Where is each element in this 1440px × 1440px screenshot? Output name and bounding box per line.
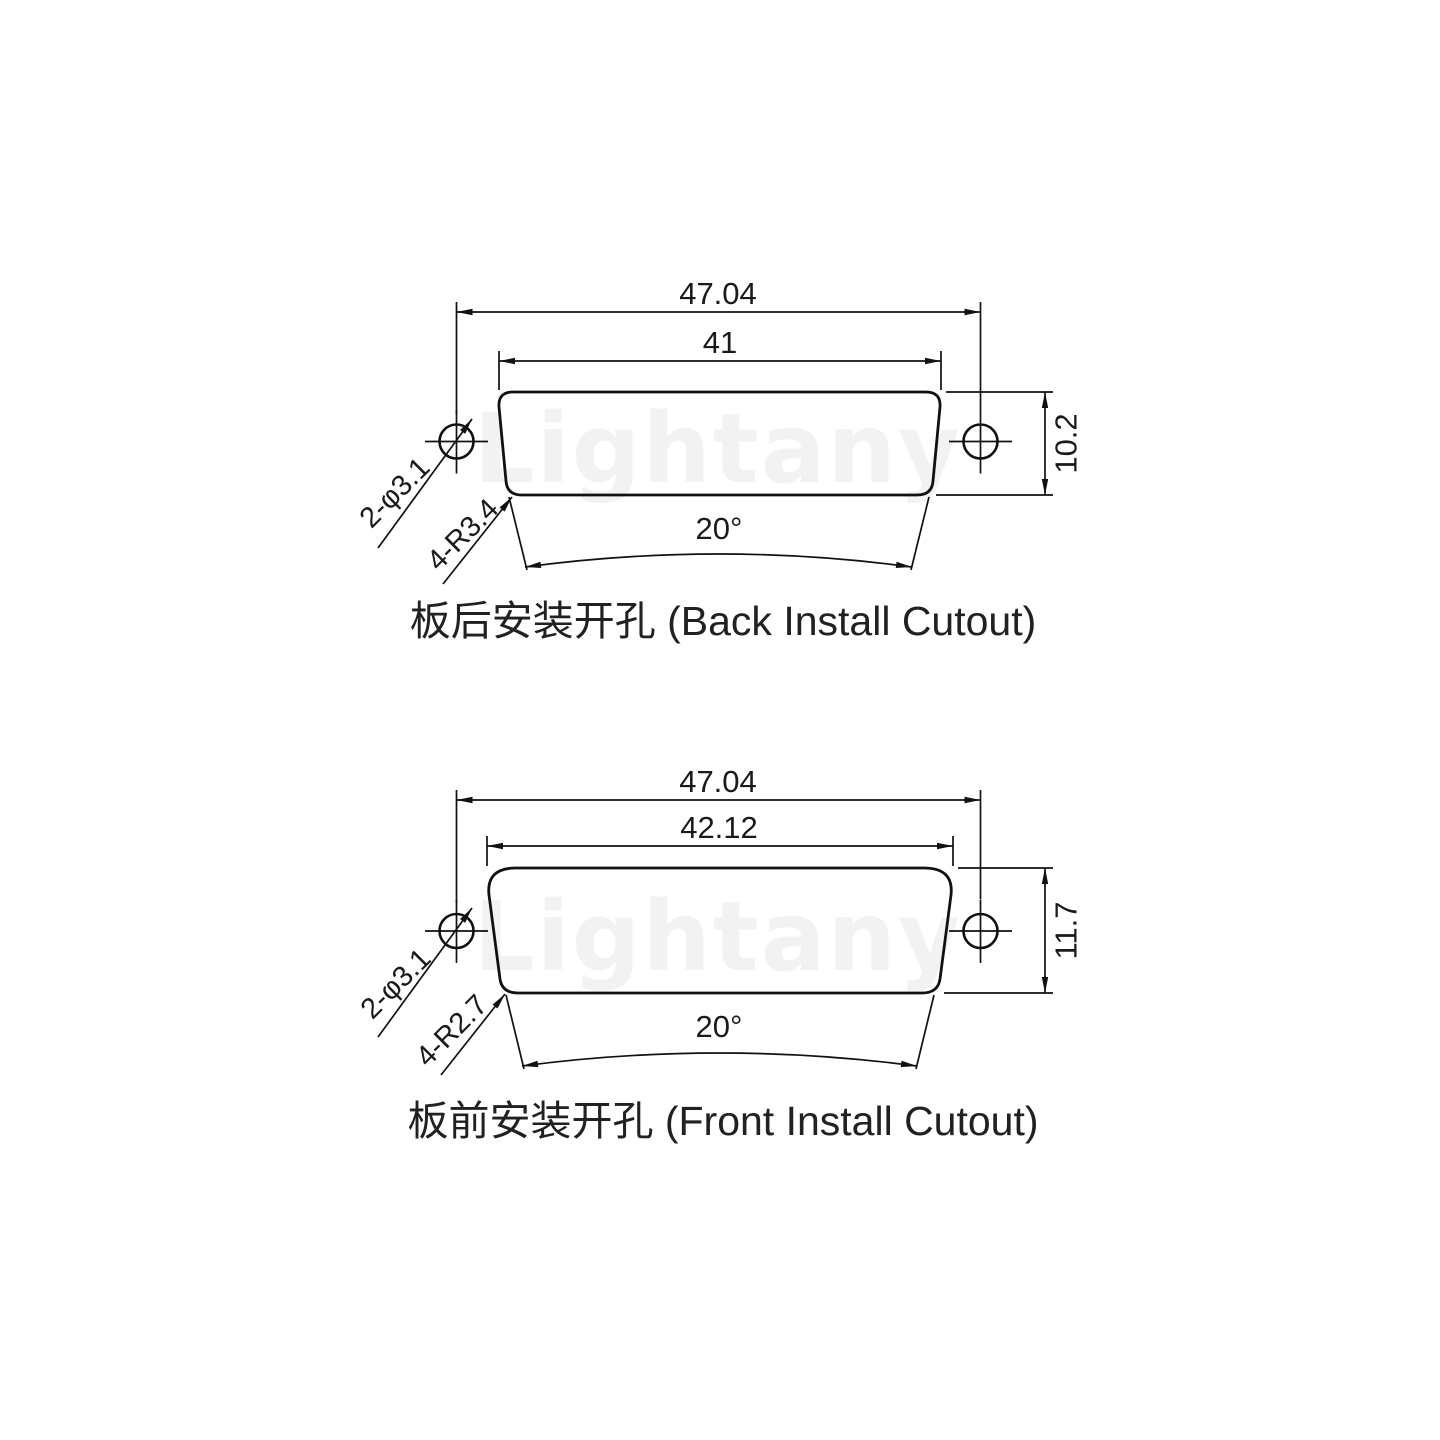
watermark-text: Lightany [474, 393, 963, 505]
mounting-hole-right [962, 423, 999, 460]
diagram-title: 板后安装开孔 (Back Install Cutout) [410, 598, 1037, 644]
flare-line-left [505, 994, 525, 1070]
angle-label: 20° [696, 1009, 743, 1044]
flare-line-right [915, 994, 935, 1070]
mounting-hole-right [962, 912, 999, 950]
corner-radius-leader [442, 496, 513, 585]
angle-label: 20° [696, 511, 743, 546]
diagram-front-install-cutout: Lightany 47.04 42.12 11.7 20° 2-φ3.1 [355, 764, 1084, 1144]
flare-line-left [508, 496, 528, 571]
angle-arc [524, 553, 913, 569]
angle-arc [521, 1052, 918, 1068]
mounting-hole-left [438, 423, 475, 460]
cutout-outline [497, 390, 942, 497]
hole-diameter-label: 2-φ3.1 [354, 452, 437, 535]
height-dim-label: 10.2 [1049, 413, 1084, 473]
mounting-hole-left [438, 912, 475, 950]
corner-radius-leader [440, 993, 506, 1076]
hole-diameter-leader [377, 418, 473, 549]
corner-radius-label: 4-R3.4 [421, 493, 505, 577]
cutout-outline [487, 866, 953, 995]
watermark-text: Lightany [474, 881, 963, 993]
inner-width-dim-label: 42.12 [680, 810, 758, 845]
inner-width-dim-label: 41 [703, 325, 737, 360]
height-dim-label: 11.7 [1049, 901, 1084, 959]
flare-line-right [910, 496, 930, 571]
hole-diameter-leader [377, 907, 473, 1038]
diagram-title: 板前安装开孔 (Front Install Cutout) [407, 1098, 1038, 1144]
diagram-back-install-cutout: Lightany 47.04 41 10.2 20° 2-φ3.1 [354, 276, 1084, 644]
outer-width-dim-label: 47.04 [679, 764, 757, 799]
outer-width-dim-label: 47.04 [679, 276, 757, 311]
